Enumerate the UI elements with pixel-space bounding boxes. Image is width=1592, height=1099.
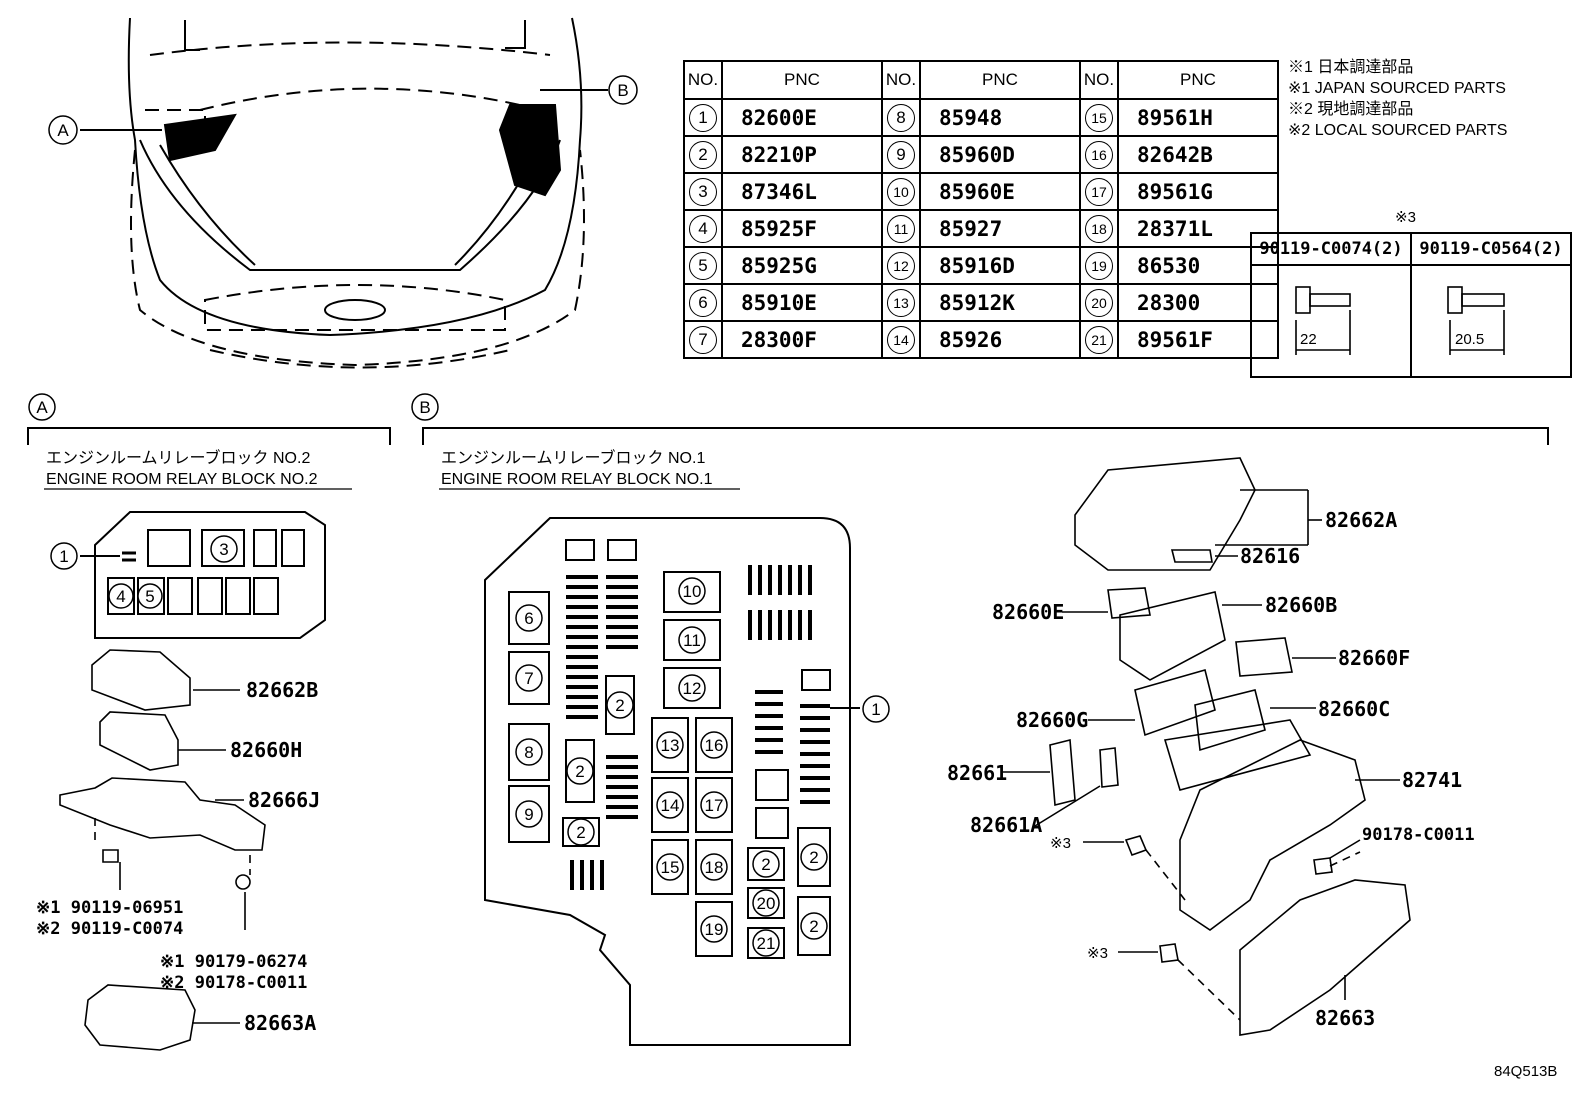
svg-text:13: 13: [661, 736, 680, 755]
svg-text:16: 16: [705, 736, 724, 755]
relay-block-1-layout: [484, 517, 860, 1046]
part-82661a: 82661A: [970, 813, 1042, 837]
svg-text:15: 15: [661, 858, 680, 877]
svg-text:12: 12: [683, 679, 702, 698]
part-82662a: 82662A: [1325, 508, 1397, 532]
svg-text:※2 LOCAL SOURCED PARTS: ※2 LOCAL SOURCED PARTS: [1288, 122, 1507, 139]
part-82616: 82616: [1240, 544, 1300, 568]
part-82660h: 82660H: [230, 738, 302, 762]
diagram-code: 84Q513B: [1494, 1063, 1557, 1080]
nut-90178-c0011: ※2 90178-C0011: [160, 973, 307, 993]
locator-a: A: [57, 121, 69, 140]
part-82660b: 82660B: [1265, 593, 1337, 617]
fuse-bars: [566, 565, 830, 890]
bolt-image-cell: [1250, 264, 1412, 378]
section-a-fasteners: ※1 90119-06951 ※2 90119-C0074 ※1 90179-0…: [36, 898, 307, 993]
svg-text:※1 日本調達部品: ※1 日本調達部品: [1288, 58, 1413, 76]
svg-text:7: 7: [524, 669, 533, 688]
bolt-part-90119-c0074: 90119-C0074(2): [1250, 232, 1412, 266]
svg-text:18: 18: [705, 858, 724, 877]
svg-text:2: 2: [615, 696, 624, 715]
engine-bay-illustration: [80, 17, 608, 369]
bolt-part-90119-c0564: 90119-C0564(2): [1410, 232, 1572, 266]
relay-block-2-layout: [80, 511, 326, 639]
svg-text:20: 20: [757, 894, 776, 913]
section-a-label: A: [36, 398, 48, 417]
svg-text:2: 2: [761, 855, 770, 874]
bolt-90119-c0074: ※2 90119-C0074: [36, 919, 183, 939]
section-b-label: B: [419, 398, 430, 417]
part-82662b: 82662B: [246, 678, 318, 702]
section-b-frame: [422, 427, 1549, 445]
svg-text:9: 9: [524, 805, 533, 824]
svg-text:2: 2: [809, 848, 818, 867]
pnc-table-header: NO. PNC NO. PNC NO. PNC: [683, 60, 1279, 100]
bolt-table: 90119-C0074(2) 90119-C0564(2): [1250, 232, 1572, 378]
nut-90179-06274: ※1 90179-06274: [160, 952, 307, 972]
section-b-part-numbers: 82662A 82616 82660E 82660B 82660F 82660G…: [947, 508, 1462, 1030]
svg-text:17: 17: [705, 796, 724, 815]
part-82660c: 82660C: [1318, 697, 1390, 721]
callout-circles: [28, 75, 890, 957]
bolt-table-mark: ※3: [1395, 209, 1416, 226]
section-b-parts: [1003, 457, 1411, 1036]
locator-b: B: [617, 81, 628, 100]
part-82660g: 82660G: [1016, 708, 1088, 732]
bolt-image-cell: [1410, 264, 1572, 378]
svg-text:※2 現地調達部品: ※2 現地調達部品: [1288, 100, 1413, 118]
svg-text:4: 4: [116, 587, 125, 606]
section-a-part-numbers: 82662B 82660H 82666J 82663A: [230, 678, 320, 1035]
mark-3-upper: ※3: [1050, 835, 1071, 852]
section-a-parts: [59, 649, 266, 1051]
bolt-90119-06951: ※1 90119-06951: [36, 898, 183, 918]
part-82660f: 82660F: [1338, 646, 1410, 670]
part-82666j: 82666J: [248, 788, 320, 812]
svg-text:14: 14: [661, 796, 680, 815]
part-82661: 82661: [947, 761, 1007, 785]
nut-90178-c0011-b: 90178-C0011: [1362, 825, 1475, 845]
part-82663a: 82663A: [244, 1011, 316, 1035]
sourcing-notes: ※1 日本調達部品 ※1 JAPAN SOURCED PARTS ※2 現地調達…: [1288, 58, 1507, 139]
section-b-title-en: ENGINE ROOM RELAY BLOCK NO.1: [441, 471, 713, 488]
svg-text:19: 19: [705, 920, 724, 939]
part-82660e: 82660E: [992, 600, 1064, 624]
part-82663: 82663: [1315, 1006, 1375, 1030]
section-a-title-jp: エンジンルームリレーブロック NO.2: [46, 448, 310, 467]
svg-text:1: 1: [871, 700, 880, 719]
mark-3-lower: ※3: [1087, 945, 1108, 962]
section-a-title-en: ENGINE ROOM RELAY BLOCK NO.2: [46, 471, 318, 488]
svg-text:10: 10: [683, 582, 702, 601]
svg-text:8: 8: [524, 743, 533, 762]
svg-text:1: 1: [59, 547, 68, 566]
svg-text:6: 6: [524, 609, 533, 628]
svg-text:3: 3: [219, 540, 228, 559]
svg-text:5: 5: [145, 587, 154, 606]
section-b-title-jp: エンジンルームリレーブロック NO.1: [441, 448, 705, 467]
svg-text:11: 11: [683, 631, 701, 650]
part-82741: 82741: [1402, 768, 1462, 792]
svg-text:2: 2: [575, 762, 584, 781]
svg-text:2: 2: [809, 917, 818, 936]
section-a-frame: [27, 427, 391, 445]
svg-text:21: 21: [757, 934, 776, 953]
svg-text:※1 JAPAN SOURCED PARTS: ※1 JAPAN SOURCED PARTS: [1288, 80, 1506, 97]
svg-text:2: 2: [576, 823, 585, 842]
